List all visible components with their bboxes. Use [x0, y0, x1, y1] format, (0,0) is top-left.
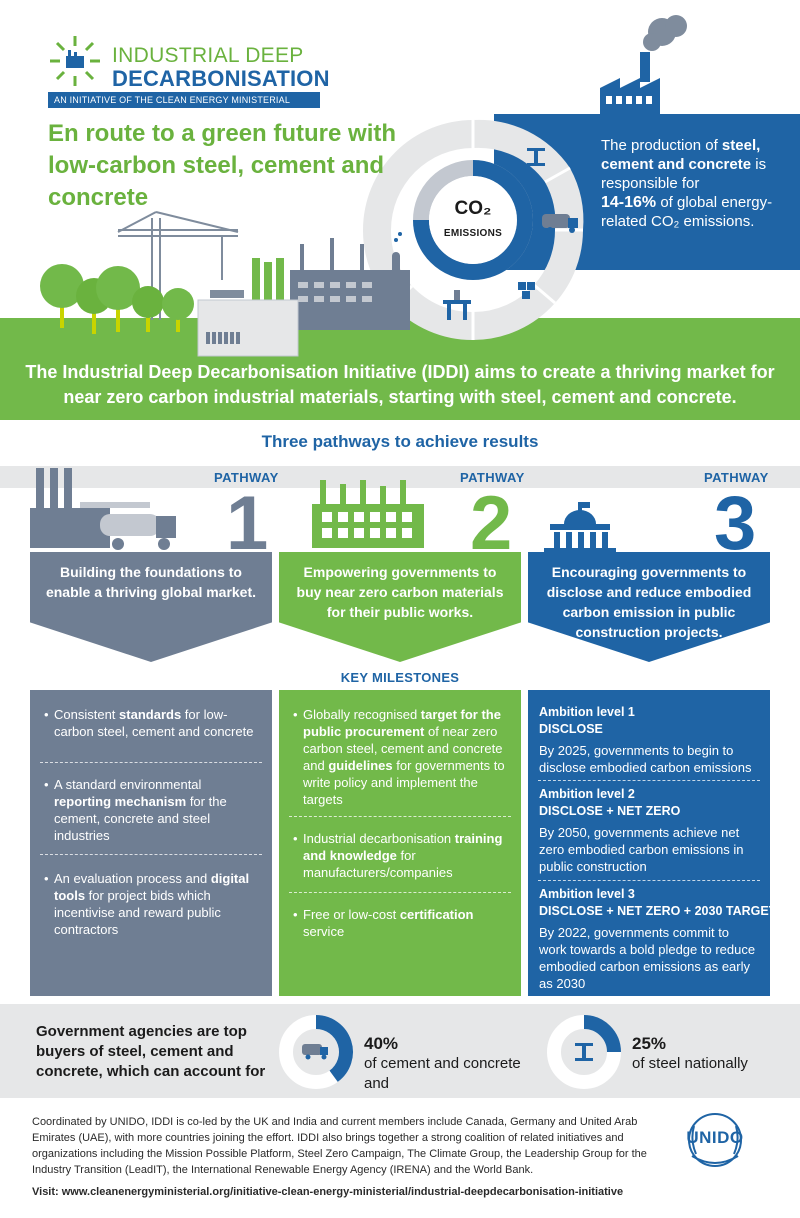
- logo-line2: DECARBONISATION: [112, 66, 330, 91]
- cement-share-donut: [279, 1015, 353, 1089]
- ambition-level-name: DISCLOSE + NET ZERO + 2030 TARGET: [539, 904, 777, 918]
- sun-factory-icon: [50, 36, 100, 86]
- pathway-3-number: 3: [714, 481, 757, 566]
- intro-band: [0, 318, 800, 420]
- test-tube-icon: [392, 232, 402, 276]
- fact-mid: is responsible for: [601, 156, 767, 192]
- intro-text: The Industrial Deep Decarbonisation Init…: [25, 362, 775, 407]
- steel-percent: 25%: [632, 1034, 667, 1053]
- crane-load: [210, 290, 244, 298]
- government-building-icon: [544, 502, 616, 552]
- pathways-title: Three pathways to achieve results: [261, 432, 539, 451]
- pathway-1-number: 1: [226, 481, 269, 566]
- footer-text: Coordinated by UNIDO, IDDI is co-led by …: [32, 1116, 647, 1176]
- ambition-level-label: Ambition level 2: [539, 787, 635, 801]
- factory-buildings: [197, 238, 410, 357]
- fact-bold: steel, cement and concrete: [601, 137, 761, 173]
- pathway-2-number: 2: [470, 481, 513, 566]
- divider: [289, 892, 511, 893]
- hero-title: En route to a green future with low-carb…: [48, 120, 397, 211]
- co2-donut: [413, 160, 533, 280]
- ambition-level-3: Ambition level 3 DISCLOSE + NET ZERO + 2…: [528, 886, 777, 992]
- milestone-item: • An evaluation process and digital tool…: [44, 871, 250, 937]
- emissions-fact: The production of steel, cement and conc…: [601, 136, 791, 231]
- steel-share-donut: [547, 1015, 621, 1089]
- milestone-item: • Industrial decarbonisation training an…: [293, 831, 503, 880]
- footer-visit-link[interactable]: Visit: www.cleanenergyministerial.org/in…: [32, 1186, 624, 1198]
- pathway-3-banner: Encouraging governments to disclose and …: [528, 552, 770, 662]
- ambition-level-label: Ambition level 3: [539, 887, 635, 901]
- milestones-column-1: • Consistent standards for low-carbon st…: [30, 690, 272, 996]
- cement-factory-icon: [30, 468, 176, 550]
- ambition-level-2: Ambition level 2 DISCLOSE + NET ZERO By …: [528, 786, 770, 875]
- logo-tagline: AN INITIATIVE OF THE CLEAN ENERGY MINIST…: [48, 92, 320, 108]
- ambition-level-body: By 2050, governments achieve net zero em…: [539, 825, 744, 874]
- pathway-2-banner: Empowering governments to buy near zero …: [279, 552, 521, 662]
- divider: [40, 854, 262, 855]
- milestones-column-2: • Globally recognised target for the pub…: [279, 690, 521, 996]
- cement-percent: 40%: [364, 1034, 399, 1053]
- stats-lead: Government agencies are top buyers of st…: [36, 1023, 266, 1080]
- pathway-3-label: PATHWAY: [704, 470, 769, 485]
- ambition-level-1: Ambition level 1 DISCLOSE By 2025, gover…: [528, 704, 770, 776]
- ambition-level-label: Ambition level 1: [539, 705, 635, 719]
- hero-section: INDUSTRIAL DEEP DECARBONISATION AN INITI…: [0, 0, 800, 420]
- crane-icon: [117, 211, 239, 320]
- pathway-2-label: PATHWAY: [460, 470, 525, 485]
- green-factory-icon: [312, 480, 424, 548]
- factory-icon: [600, 15, 687, 114]
- fact-intro: The production of: [601, 137, 718, 154]
- milestone-item: • A standard environmental reporting mec…: [44, 777, 227, 843]
- milestone-item: • Free or low-cost certification service: [293, 907, 474, 939]
- ambition-level-body: By 2025, governments to begin to disclos…: [539, 743, 752, 775]
- ambition-level-body: By 2022, governments commit to work towa…: [539, 925, 756, 991]
- co2-main: CO₂: [454, 198, 492, 219]
- milestone-item: • Consistent standards for low-carbon st…: [44, 707, 254, 739]
- milestones-title: KEY MILESTONES: [340, 670, 460, 685]
- pathway-1-banner: Building the foundations to enable a thr…: [30, 552, 272, 662]
- milestones-column-3: Ambition level 1 DISCLOSE By 2025, gover…: [528, 690, 777, 996]
- steel-beam-icon: [527, 148, 545, 166]
- unido-logo: UNIDO: [686, 1128, 744, 1147]
- ambition-level-name: DISCLOSE + NET ZERO: [539, 804, 681, 818]
- stats-band: [0, 1004, 800, 1098]
- logo-line1: INDUSTRIAL DEEP: [112, 44, 304, 67]
- milestone-item: • Globally recognised target for the pub…: [293, 707, 505, 807]
- co2-sub: EMISSIONS: [443, 228, 503, 239]
- divider: [40, 762, 262, 763]
- ambition-level-name: DISCLOSE: [539, 722, 603, 736]
- industry-illustration: [40, 15, 687, 357]
- divider: [538, 780, 760, 781]
- pathway-illustrations: [30, 468, 616, 552]
- divider: [289, 816, 511, 817]
- pathway-bar: [0, 466, 800, 488]
- fact-box: [494, 114, 800, 270]
- fact-percent: 14-16%: [601, 194, 657, 211]
- cement-desc: of cement and concrete and: [364, 1055, 521, 1092]
- cement-truck-icon: [302, 1044, 328, 1060]
- pipeline-icon: [443, 290, 471, 320]
- co2-label: CO₂ EMISSIONS: [428, 198, 518, 239]
- divider: [538, 880, 760, 881]
- fact-end: of global energy-related CO₂ emissions.: [601, 194, 773, 230]
- cube-icon: [518, 282, 535, 299]
- unido-emblem-icon: [688, 1113, 742, 1167]
- steel-beam-icon: [575, 1043, 593, 1061]
- steel-desc: of steel nationally: [632, 1055, 748, 1072]
- cement-truck-icon: [542, 214, 578, 233]
- trees: [40, 264, 194, 334]
- pathway-1-label: PATHWAY: [214, 470, 279, 485]
